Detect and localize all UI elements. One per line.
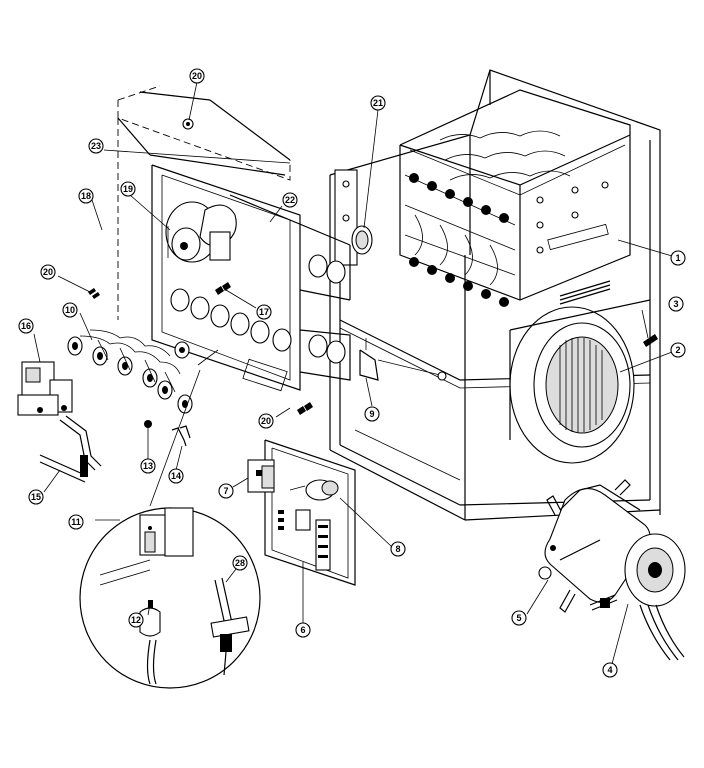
callout-22: 22 [282,192,298,208]
callout-10: 10 [62,302,78,318]
callout-7: 7 [218,483,234,499]
furnace-cabinet [329,69,661,521]
callout-15: 15 [28,489,44,505]
igniter-detail [79,349,261,689]
callout-20-right: 20 [258,413,274,429]
callout-21: 21 [370,95,386,111]
motor-wires [639,604,685,661]
vent-grille [559,280,611,305]
control-board [247,439,356,586]
callout-label: 15 [31,492,41,502]
callout-11: 11 [68,514,84,530]
callout-label: 5 [516,613,521,623]
blower-assembly [509,299,651,464]
leader-lines [33,81,673,665]
bracket-part [171,425,191,447]
panel-ports [170,254,346,364]
callout-label: 23 [91,141,101,151]
callout-label: 7 [223,486,228,496]
callout-label: 4 [607,665,612,675]
callout-label: 11 [71,517,81,527]
callout-label: 22 [285,195,295,205]
callout-6: 6 [295,622,311,638]
top-panel [117,85,291,320]
callout-label: 9 [369,409,374,419]
callout-20-top: 20 [189,68,205,84]
callout-1: 1 [670,250,686,266]
burner-ports-top [409,173,509,223]
callout-17: 17 [256,304,272,320]
board-components [278,509,331,571]
callout-label: 16 [21,321,31,331]
orifice-part [144,420,152,428]
callout-5: 5 [511,610,527,626]
callout-label: 17 [259,307,269,317]
heat-exchanger-tubes [414,130,571,286]
callout-label: 10 [65,305,75,315]
callout-label: 18 [81,191,91,201]
flue-bracket [334,169,373,266]
flame-sensor [210,577,250,676]
mount-bolt [589,594,618,611]
callout-14: 14 [168,468,184,484]
burner-ports-bottom [409,257,509,307]
callout-13: 13 [140,458,156,474]
callout-18: 18 [78,188,94,204]
callout-2: 2 [670,342,686,358]
burner-manifold [67,329,193,414]
callout-label: 21 [373,98,383,108]
gas-pipe [39,415,102,483]
burner-orifices [67,336,193,414]
callout-8: 8 [390,541,406,557]
burner-box-panel [151,164,351,392]
callout-3: 3 [668,296,684,312]
callout-16: 16 [18,318,34,334]
callout-19: 19 [120,181,136,197]
callout-label: 28 [235,558,245,568]
callout-label: 19 [123,184,133,194]
callout-20-left: 20 [40,264,56,280]
callout-label: 13 [143,461,153,471]
callout-23: 23 [88,138,104,154]
side-ports [536,181,609,254]
callout-label: 2 [675,345,680,355]
heat-exchanger [399,89,631,307]
callout-label: 20 [192,71,202,81]
callout-4: 4 [602,662,618,678]
callout-label: 8 [395,544,400,554]
door-switch [359,338,447,381]
callout-label: 12 [131,615,141,625]
callout-label: 6 [300,625,305,635]
motor-mount-arms [546,479,631,613]
hot-surface-igniter [99,507,194,685]
callout-label: 1 [675,253,680,263]
callout-label: 20 [43,267,53,277]
callout-28: 28 [232,555,248,571]
callout-label: 14 [171,471,181,481]
callout-9: 9 [364,406,380,422]
blower-motor [538,479,686,661]
callout-label: 20 [261,416,271,426]
callout-label: 3 [673,299,678,309]
fasteners [88,282,658,415]
callout-12: 12 [128,612,144,628]
inducer-motor [165,201,237,263]
gas-valve [17,361,73,416]
